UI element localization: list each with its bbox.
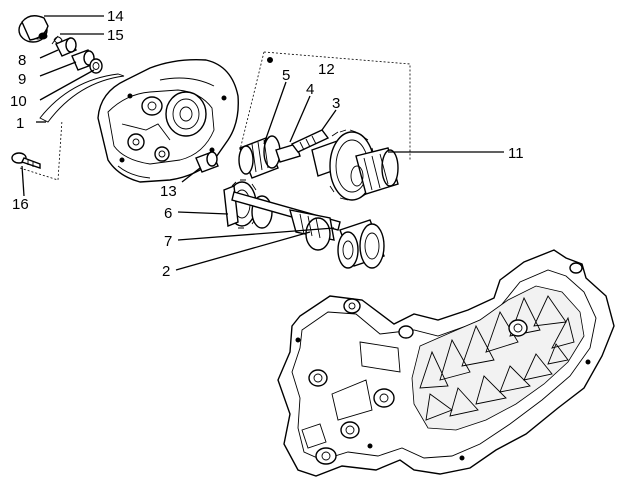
callout-12: 12 xyxy=(318,61,335,78)
callout-2: 2 xyxy=(162,263,170,280)
callout-9: 9 xyxy=(18,71,26,88)
shaft-3-part xyxy=(290,129,330,153)
washer-part xyxy=(89,58,103,74)
callout-11: 11 xyxy=(508,145,524,162)
leader-lines xyxy=(21,15,504,271)
circlip-part xyxy=(51,35,63,45)
callout-7: 7 xyxy=(164,233,172,250)
bush-part xyxy=(195,151,219,173)
callout-16: 16 xyxy=(12,196,29,213)
bracket-dot xyxy=(267,57,273,63)
callout-4: 4 xyxy=(306,81,314,98)
gasket-part xyxy=(39,73,125,123)
dashed-group-bracket-12 xyxy=(239,51,411,160)
callout-10: 10 xyxy=(10,93,27,110)
callout-14: 14 xyxy=(107,8,124,25)
cap-nut-part xyxy=(18,15,49,43)
drive-shaft-part xyxy=(231,191,341,251)
crankcase-part xyxy=(277,249,615,477)
callout-13: 13 xyxy=(160,183,177,200)
bushing-part xyxy=(55,37,77,57)
driven-gear-part xyxy=(311,129,399,201)
screw-part xyxy=(11,152,41,169)
callout-1: 1 xyxy=(16,115,24,132)
callout-15: 15 xyxy=(107,27,124,44)
callout-3: 3 xyxy=(332,95,340,112)
callout-6: 6 xyxy=(164,205,172,222)
dashed-group-bracket-1 xyxy=(19,119,63,181)
callout-8: 8 xyxy=(18,52,26,69)
gear-7-part xyxy=(337,219,385,269)
gear-cover-part xyxy=(97,58,239,183)
shaft-gear-5-part xyxy=(238,135,301,179)
callout-5: 5 xyxy=(282,67,290,84)
